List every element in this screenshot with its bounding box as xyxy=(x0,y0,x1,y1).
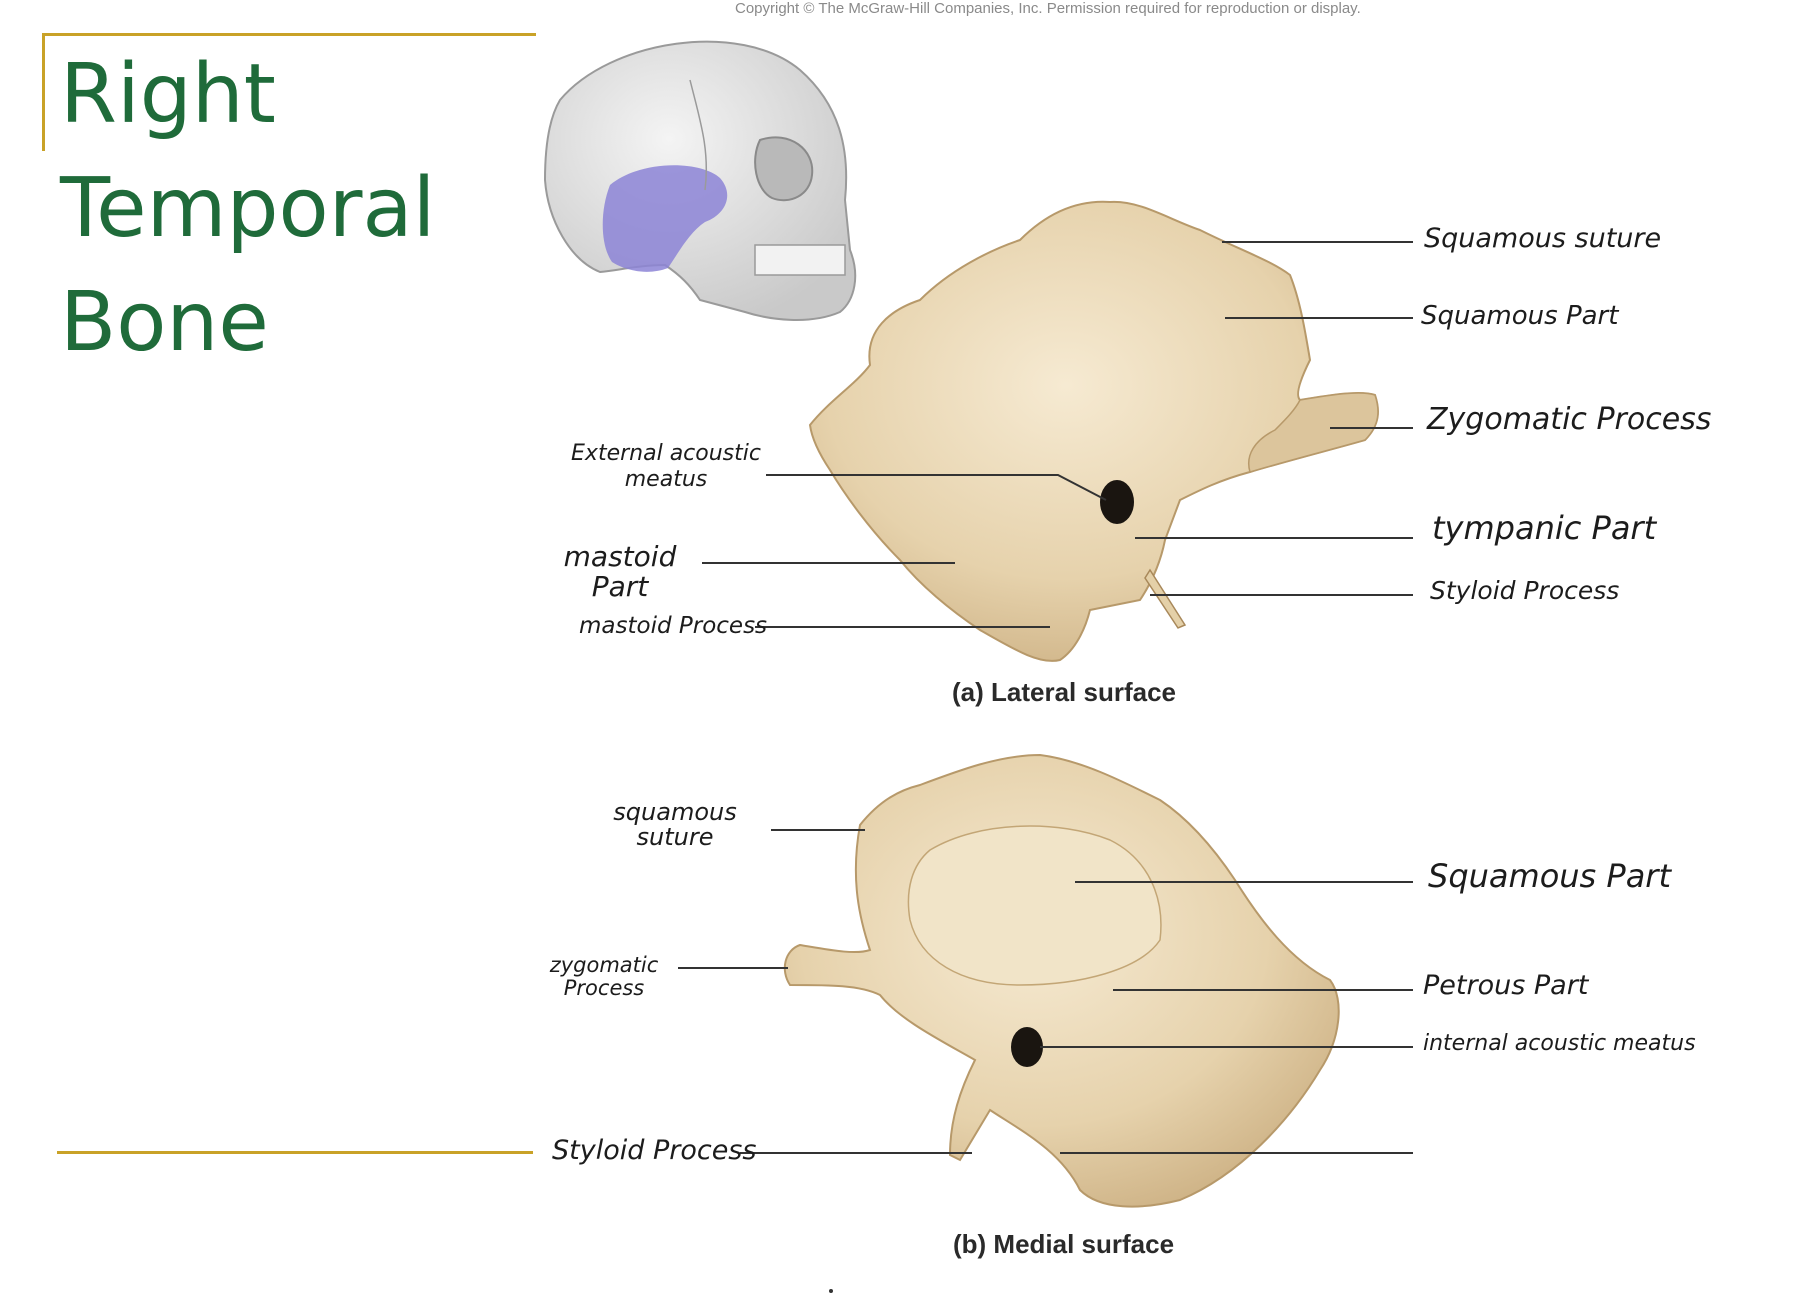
internal-acoustic-meatus-hole xyxy=(1011,1027,1043,1067)
label-medial-squamous-suture: squamous suture xyxy=(600,800,750,850)
label-squamous-suture: Squamous suture xyxy=(1424,225,1661,252)
skull-teeth xyxy=(755,245,845,275)
label-internal-acoustic-meatus: internal acoustic meatus xyxy=(1423,1033,1696,1055)
label-mastoid-part: mastoid Part xyxy=(560,542,680,602)
label-petrous-part: Petrous Part xyxy=(1423,972,1588,999)
label-styloid-process: Styloid Process xyxy=(1430,578,1619,603)
skull-reference-image xyxy=(545,42,855,320)
label-squamous-part: Squamous Part xyxy=(1421,303,1618,329)
caption-medial-surface: (b) Medial surface xyxy=(953,1229,1174,1260)
stray-dot xyxy=(829,1289,833,1293)
caption-lateral-surface: (a) Lateral surface xyxy=(952,677,1176,708)
label-zygomatic-process: Zygomatic Process xyxy=(1427,405,1711,435)
external-acoustic-meatus-hole xyxy=(1100,480,1134,524)
label-external-acoustic-meatus: External acoustic meatus xyxy=(566,441,766,493)
label-medial-squamous-part: Squamous Part xyxy=(1428,860,1671,892)
medial-surface-bone xyxy=(785,755,1339,1207)
label-mastoid-process: mastoid Process xyxy=(579,615,767,638)
medial-squamous-inner-surface xyxy=(908,826,1160,985)
lateral-styloid-spike xyxy=(1145,570,1185,628)
label-medial-styloid-process: Styloid Process xyxy=(552,1137,756,1164)
label-tympanic-part: tympanic Part xyxy=(1432,512,1656,544)
lateral-surface-bone xyxy=(810,202,1378,661)
label-medial-zygomatic-process: zygomatic Process xyxy=(544,954,664,1000)
